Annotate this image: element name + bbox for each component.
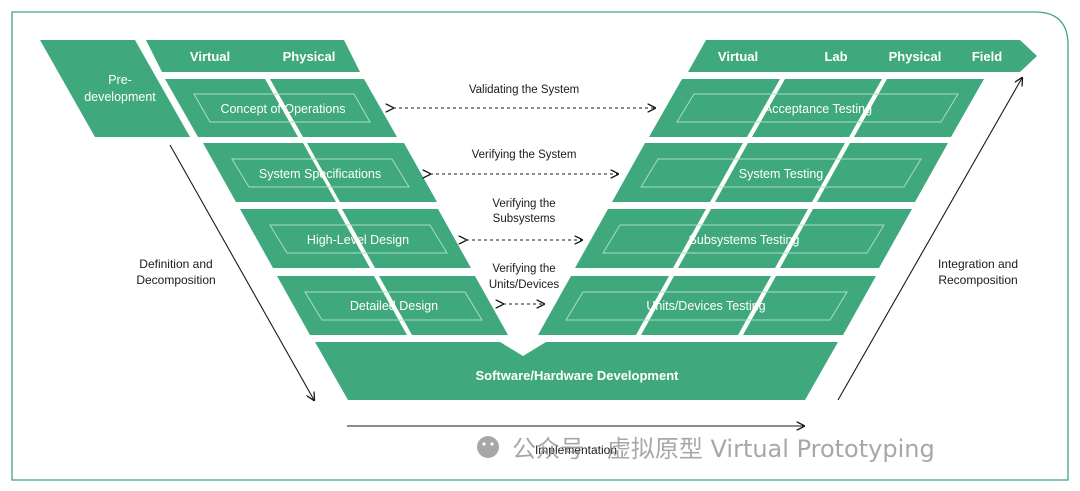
right-row-subsystems: Subsystems Testing <box>575 209 912 268</box>
left-row-detailed: Detailed Design <box>277 276 508 335</box>
right-row-units: Units/Devices Testing <box>538 276 876 335</box>
predevelopment-label-2: development <box>84 90 156 104</box>
left-row-concept: Concept of Operations <box>165 79 397 137</box>
integration-label-1: Integration and <box>938 257 1018 271</box>
watermark: 公众号 · 虚拟原型 Virtual Prototyping <box>477 435 935 463</box>
predevelopment-block <box>40 40 190 137</box>
verifying-subsystems-label-1: Verifying the <box>492 198 555 210</box>
units-devices-testing-label: Units/Devices Testing <box>646 299 765 313</box>
right-row-system: System Testing <box>612 143 948 202</box>
detailed-design-label: Detailed Design <box>350 299 438 313</box>
software-hardware-label: Software/Hardware Development <box>475 368 679 383</box>
verifying-units-label-1: Verifying the <box>492 263 555 275</box>
software-hardware-block <box>315 342 838 400</box>
definition-label-1: Definition and <box>139 257 212 271</box>
subsystems-testing-label: Subsystems Testing <box>689 233 800 247</box>
right-header-bar <box>688 40 1037 72</box>
left-header-physical: Physical <box>283 49 336 64</box>
acceptance-testing-label: Acceptance Testing <box>764 102 872 116</box>
watermark-text: 公众号 · 虚拟原型 Virtual Prototyping <box>512 435 935 463</box>
right-header-physical: Physical <box>889 49 942 64</box>
left-row-high-level: High-Level Design <box>240 209 471 268</box>
left-header-virtual: Virtual <box>190 49 230 64</box>
right-header-field: Field <box>972 49 1002 64</box>
definition-label-2: Decomposition <box>136 273 215 287</box>
left-header-bar <box>146 40 360 72</box>
integration-label-2: Recomposition <box>938 273 1017 287</box>
right-row-acceptance: Acceptance Testing <box>649 79 984 137</box>
verifying-subsystems-label-2: Subsystems <box>493 213 556 225</box>
wechat-icon <box>477 436 499 458</box>
validating-label: Validating the System <box>469 84 579 96</box>
concept-of-operations-label: Concept of Operations <box>220 102 345 116</box>
system-specifications-label: System Specifications <box>259 167 381 181</box>
system-testing-label: System Testing <box>739 167 824 181</box>
high-level-design-label: High-Level Design <box>307 233 409 247</box>
predevelopment-label-1: Pre- <box>108 73 132 87</box>
integration-arrow <box>837 78 1022 401</box>
implementation-label: Implementation <box>535 443 617 457</box>
right-header-virtual: Virtual <box>718 49 758 64</box>
right-header-lab: Lab <box>824 49 847 64</box>
verifying-system-label: Verifying the System <box>472 149 577 161</box>
left-row-system-specs: System Specifications <box>203 143 437 202</box>
outer-frame <box>11 11 1069 481</box>
verifying-units-label-2: Units/Devices <box>489 279 560 291</box>
definition-arrow <box>169 144 314 400</box>
